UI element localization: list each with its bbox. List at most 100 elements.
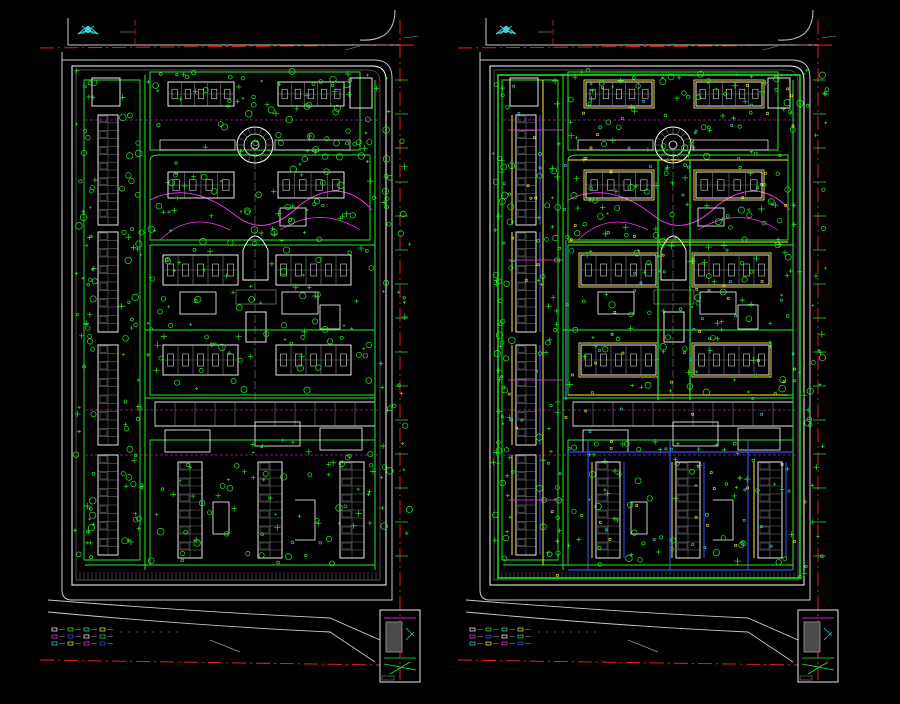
stair-core bbox=[212, 263, 219, 277]
manhole-marker bbox=[746, 486, 749, 490]
tree-symbol bbox=[300, 334, 306, 340]
tree-symbol bbox=[728, 225, 733, 230]
slab-unit bbox=[99, 505, 108, 513]
tree-symbol bbox=[87, 334, 92, 339]
manhole-marker bbox=[757, 359, 760, 362]
shrub-symbol bbox=[802, 72, 806, 76]
tree-symbol bbox=[137, 405, 143, 411]
plaza-spoke bbox=[660, 132, 666, 138]
tree-symbol bbox=[296, 364, 304, 372]
courtyard-feature bbox=[212, 501, 230, 535]
tree-symbol bbox=[397, 383, 401, 387]
plaza-spoke bbox=[262, 152, 268, 158]
tree-cluster bbox=[72, 68, 98, 560]
tree-symbol bbox=[784, 186, 791, 193]
shrub-symbol bbox=[366, 73, 369, 77]
manhole-marker bbox=[517, 112, 521, 115]
tree-symbol bbox=[402, 422, 409, 429]
stair-core bbox=[340, 263, 347, 277]
shrub-symbol bbox=[748, 301, 755, 308]
slab-unit bbox=[99, 210, 108, 217]
slab-unit bbox=[517, 194, 526, 201]
shrub-symbol bbox=[550, 224, 555, 229]
shrub-symbol bbox=[805, 407, 811, 413]
tree-symbol bbox=[347, 453, 352, 459]
tree-symbol bbox=[204, 334, 209, 340]
tree-symbol bbox=[506, 218, 514, 226]
shrub-symbol bbox=[146, 79, 151, 84]
tree-symbol bbox=[821, 187, 826, 192]
tree-symbol bbox=[774, 87, 779, 92]
tree-symbol bbox=[336, 181, 345, 190]
shrub-symbol bbox=[612, 468, 618, 475]
tree-symbol bbox=[496, 278, 503, 285]
slab-unit bbox=[99, 429, 108, 436]
key-plan-marks bbox=[405, 627, 415, 641]
shrub-symbol bbox=[668, 242, 675, 250]
slab-unit bbox=[677, 462, 688, 470]
shrub-symbol bbox=[603, 488, 607, 492]
shrub-symbol bbox=[326, 461, 332, 467]
tree-symbol bbox=[322, 153, 329, 160]
north-arrow-icon bbox=[495, 25, 517, 35]
shrub-symbol bbox=[294, 106, 300, 112]
shrub-symbol bbox=[536, 215, 541, 220]
shrub-symbol bbox=[661, 349, 666, 354]
shrub-symbol bbox=[743, 475, 751, 483]
legend-swatch-icon bbox=[485, 627, 492, 632]
shrub-symbol bbox=[337, 215, 344, 222]
road-curve-south bbox=[465, 599, 799, 641]
axis-steps bbox=[653, 289, 695, 305]
plaza-spoke bbox=[656, 137, 663, 142]
shrub-symbol bbox=[492, 537, 498, 543]
shrub-symbol bbox=[508, 515, 512, 519]
shrub-symbol bbox=[275, 210, 282, 217]
stair-core bbox=[585, 353, 592, 367]
shrub-symbol bbox=[747, 170, 754, 177]
stair-core bbox=[699, 88, 706, 100]
building-block bbox=[583, 169, 655, 201]
tree-symbol bbox=[498, 322, 503, 326]
manhole-marker bbox=[791, 352, 795, 356]
shrub-symbol bbox=[279, 238, 284, 243]
tree-symbol bbox=[536, 239, 540, 243]
tree-symbol bbox=[347, 250, 352, 255]
shrub-symbol bbox=[813, 273, 819, 279]
shrub-symbol bbox=[600, 204, 606, 211]
tree-symbol bbox=[365, 341, 372, 349]
tree-symbol bbox=[652, 232, 660, 239]
slab-unit bbox=[99, 115, 108, 123]
manhole-marker bbox=[698, 330, 701, 333]
plaza-spoke bbox=[238, 137, 245, 142]
shrub-symbol bbox=[785, 466, 790, 472]
manhole-marker bbox=[760, 280, 764, 283]
shrub-symbol bbox=[584, 251, 591, 258]
tree-cluster bbox=[567, 68, 796, 163]
shrub-symbol bbox=[604, 490, 611, 497]
manhole-marker bbox=[780, 298, 783, 302]
tree-symbol bbox=[316, 236, 323, 243]
tree-symbol bbox=[130, 227, 135, 232]
tree-symbol bbox=[740, 540, 745, 545]
tree-symbol bbox=[285, 116, 293, 124]
legend-swatch-icon bbox=[67, 634, 74, 639]
tree-symbol bbox=[365, 377, 372, 384]
shrub-symbol bbox=[498, 157, 505, 164]
tree-symbol bbox=[75, 222, 83, 230]
road-curve-south-2 bbox=[47, 611, 376, 663]
central-plaza bbox=[159, 126, 351, 164]
tree-symbol bbox=[226, 484, 234, 492]
tree-symbol bbox=[275, 131, 282, 138]
manhole-marker bbox=[689, 357, 693, 361]
manhole-marker bbox=[582, 111, 585, 115]
tree-symbol bbox=[355, 351, 362, 358]
utility-ring bbox=[583, 79, 655, 109]
tree-symbol bbox=[592, 197, 599, 204]
stair-core bbox=[698, 263, 705, 277]
stair-core bbox=[340, 353, 347, 367]
legend-swatch-icon bbox=[83, 634, 90, 639]
shrub-symbol bbox=[669, 180, 676, 186]
legend-swatch-icon bbox=[517, 641, 524, 646]
building-block bbox=[275, 254, 352, 286]
shrub-symbol bbox=[567, 132, 575, 139]
